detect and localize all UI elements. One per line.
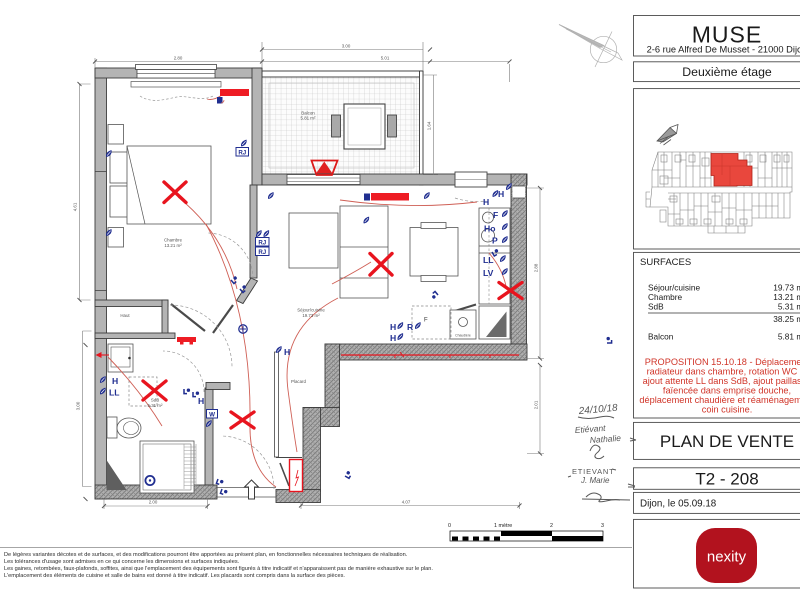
svg-text:0: 0 xyxy=(448,523,451,529)
svg-text:5.31 m²: 5.31 m² xyxy=(778,302,800,312)
svg-text:2.88: 2.88 xyxy=(534,263,539,272)
svg-text:PLAN DE VENTE: PLAN DE VENTE xyxy=(660,432,794,451)
svg-text:F: F xyxy=(424,318,428,324)
svg-text:J. Marie: J. Marie xyxy=(580,476,610,485)
svg-text:F: F xyxy=(493,210,498,220)
svg-text:Ho: Ho xyxy=(484,224,495,234)
svg-text:5.81 m²: 5.81 m² xyxy=(778,332,800,342)
svg-text:MUSE: MUSE xyxy=(692,22,762,48)
svg-text:Chambre: Chambre xyxy=(164,238,183,243)
svg-text:Chambre: Chambre xyxy=(648,292,683,302)
svg-text:radiateur dans chambre, rotati: radiateur dans chambre, rotation WC et xyxy=(647,367,800,377)
svg-text:RJ: RJ xyxy=(258,249,266,256)
svg-text:L'emplacement des éléments de: L'emplacement des éléments de cuisine et… xyxy=(4,573,345,579)
svg-text:Balcon: Balcon xyxy=(301,111,315,116)
svg-text:PROPOSITION 15.10.18 - Déplace: PROPOSITION 15.10.18 - Déplacement xyxy=(645,357,800,367)
svg-text:LL: LL xyxy=(483,255,494,265)
svg-text:H: H xyxy=(284,347,290,357)
svg-text:Chaudière: Chaudière xyxy=(455,334,471,338)
svg-text:Placard: Placard xyxy=(291,379,306,384)
svg-text:H: H xyxy=(498,189,504,199)
svg-text:ajout attente LL dans SdB, ajo: ajout attente LL dans SdB, ajout paillas… xyxy=(643,376,800,386)
svg-text:Haut: Haut xyxy=(120,313,130,318)
svg-text:W: W xyxy=(209,412,215,419)
svg-text:H: H xyxy=(198,396,204,406)
svg-text:Dijon, le 05.09.18: Dijon, le 05.09.18 xyxy=(640,499,717,510)
svg-text:SdB: SdB xyxy=(648,302,664,312)
svg-text:19.73 m²: 19.73 m² xyxy=(773,283,800,293)
svg-text:RJ: RJ xyxy=(238,150,246,157)
svg-text:nexity: nexity xyxy=(707,549,747,566)
svg-text:De légères variantes décotes e: De légères variantes décotes et de surfa… xyxy=(4,552,408,558)
svg-text:P: P xyxy=(492,236,498,246)
svg-text:5.01: 5.01 xyxy=(381,56,390,61)
svg-text:13.21 m²: 13.21 m² xyxy=(164,243,182,248)
svg-text:Les gaines, retombées, faux-pl: Les gaines, retombées, faux-plafonds, so… xyxy=(4,566,433,572)
svg-text:SURFACES: SURFACES xyxy=(640,257,691,268)
svg-text:38.25 m²: 38.25 m² xyxy=(773,314,800,324)
svg-text:Nathalie: Nathalie xyxy=(589,433,621,445)
svg-text:Etiévant: Etiévant xyxy=(574,423,606,435)
svg-text:LL: LL xyxy=(109,388,120,398)
svg-text:2.80: 2.80 xyxy=(174,56,183,61)
svg-text:déplacement chaudière et réamé: déplacement chaudière et réaménagement xyxy=(639,395,800,405)
svg-text:19.73 m²: 19.73 m² xyxy=(302,313,320,318)
svg-text:4.61: 4.61 xyxy=(73,202,78,211)
svg-text:R: R xyxy=(407,322,414,332)
svg-text:H: H xyxy=(112,376,118,386)
svg-text:Deuxième étage: Deuxième étage xyxy=(682,65,772,79)
svg-text:1.64: 1.64 xyxy=(427,121,432,130)
svg-text:faïencée dans emprise douche,: faïencée dans emprise douche, xyxy=(663,386,791,396)
svg-text:H: H xyxy=(390,333,396,343)
svg-text:2.01: 2.01 xyxy=(534,400,539,409)
svg-text:Séjour/cuisine: Séjour/cuisine xyxy=(648,283,701,293)
svg-text:5.31 m²: 5.31 m² xyxy=(148,403,163,408)
svg-text:1 mètre: 1 mètre xyxy=(494,523,512,529)
svg-text:ETIEVANT: ETIEVANT xyxy=(572,467,615,476)
svg-text:2-6 rue Alfred De Musset - 210: 2-6 rue Alfred De Musset - 21000 Dijon xyxy=(647,45,800,55)
svg-text:T2 - 208: T2 - 208 xyxy=(695,470,758,489)
svg-text:RJ: RJ xyxy=(258,240,266,247)
svg-text:SdB: SdB xyxy=(151,398,159,403)
svg-text:Séjour/cuisine: Séjour/cuisine xyxy=(297,308,325,313)
svg-text:H: H xyxy=(390,322,396,332)
svg-text:3.00: 3.00 xyxy=(76,401,81,410)
svg-text:LV: LV xyxy=(483,268,494,278)
svg-text:13.21 m²: 13.21 m² xyxy=(773,292,800,302)
svg-text:Balcon: Balcon xyxy=(648,332,674,342)
svg-text:2: 2 xyxy=(550,523,553,529)
svg-text:H: H xyxy=(483,197,489,207)
svg-text:3.00: 3.00 xyxy=(342,44,351,49)
svg-text:2.00: 2.00 xyxy=(149,500,158,505)
svg-text:5.81 m²: 5.81 m² xyxy=(301,116,316,121)
svg-text:Les tolérances d'usage sont ad: Les tolérances d'usage sont admises en c… xyxy=(4,559,240,565)
svg-text:coin cuisine.: coin cuisine. xyxy=(702,405,753,415)
svg-text:3: 3 xyxy=(601,523,604,529)
svg-text:4.07: 4.07 xyxy=(402,500,411,505)
svg-text:24/10/18: 24/10/18 xyxy=(577,403,618,417)
